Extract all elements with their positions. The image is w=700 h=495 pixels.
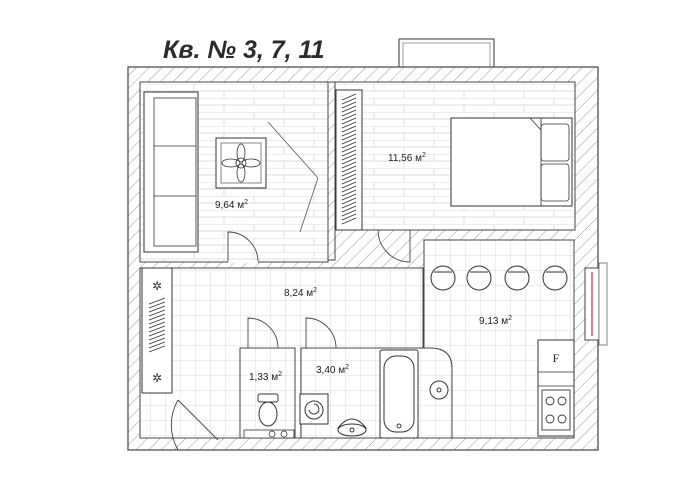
fridge-label: F: [553, 351, 560, 365]
area-label-bath: 3,40 м2: [316, 364, 349, 376]
window-east: [584, 262, 608, 346]
hanger-mark: [148, 305, 166, 313]
hanger-mark: [341, 105, 357, 113]
area-label-bedroom: 11,56 м2: [388, 152, 426, 164]
hanger-mark: [148, 345, 166, 353]
hanger-mark: [341, 129, 357, 137]
hanger-mark: [341, 117, 357, 125]
hanger-mark: [148, 337, 166, 345]
hanger-mark: [341, 97, 357, 105]
hanger-mark: [341, 205, 357, 213]
washing-machine-icon: [299, 393, 329, 425]
flower-icon: [221, 143, 261, 183]
hanger-mark: [341, 173, 357, 181]
hanger-mark: [341, 113, 357, 121]
kitchen-stools: [430, 265, 568, 291]
hanger-mark: [341, 201, 357, 209]
hanger-mark: [148, 301, 166, 309]
hanger-mark: [148, 313, 166, 321]
area-label-kitchen: 9,13 м2: [479, 315, 512, 327]
hanger-mark: [341, 141, 357, 149]
hanger-mark: [341, 181, 357, 189]
area-label-wc: 1,33 м2: [249, 371, 282, 383]
hanger-mark: [341, 217, 357, 225]
hanger-mark: [148, 317, 166, 325]
partition-wall: [327, 81, 336, 261]
hanger-mark: [341, 169, 357, 177]
coffee-table: [215, 137, 267, 189]
hanger-mark: [341, 101, 357, 109]
wc-sink-icon: [243, 429, 295, 439]
hanger-mark: [148, 321, 166, 329]
hanger-mark: [341, 197, 357, 205]
hanger-mark: [341, 125, 357, 133]
hanger-mark: [341, 185, 357, 193]
hanger-mark: [341, 133, 357, 141]
round-sink-icon: [429, 380, 449, 400]
bathtub-icon: [379, 349, 419, 439]
fan-icon-2: ✲: [152, 371, 162, 385]
hanger-mark: [148, 333, 166, 341]
hanger-mark: [341, 209, 357, 217]
door-wc: [247, 317, 279, 349]
hanger-mark: [341, 93, 357, 101]
hanger-mark: [148, 341, 166, 349]
kitchen-counter: F: [537, 339, 575, 437]
door-bedroom: [377, 229, 411, 263]
hanger-mark: [341, 137, 357, 145]
sofa: [143, 91, 199, 253]
area-label-living: 9,64 м2: [215, 199, 248, 211]
door-living: [227, 231, 259, 263]
hanger-mark: [341, 109, 357, 117]
door-entrance: [170, 399, 219, 451]
hanger-mark: [341, 121, 357, 129]
fan-icon: ✲: [152, 279, 162, 293]
toilet-icon: [257, 393, 279, 427]
hanger-mark: [341, 153, 357, 161]
bath-sink-icon: [336, 418, 368, 437]
hanger-mark: [148, 329, 166, 337]
hall-wardrobe: ✲ ✲: [141, 267, 173, 394]
hanger-mark: [341, 213, 357, 221]
hanger-mark: [341, 189, 357, 197]
hall-wardrobe-hangers: [148, 297, 166, 353]
hanger-mark: [148, 297, 166, 305]
stove-icon: [541, 389, 571, 431]
bed: [450, 117, 573, 207]
wardrobe: [335, 89, 363, 231]
plan-title: Кв. № 3, 7, 11: [163, 36, 325, 64]
hanger-mark: [341, 193, 357, 201]
door-bath: [305, 317, 337, 349]
hanger-mark: [341, 149, 357, 157]
sliding-door-line: [267, 121, 319, 179]
hanger-mark: [341, 161, 357, 169]
hanger-mark: [148, 309, 166, 317]
hanger-mark: [341, 165, 357, 173]
wardrobe-hangers: [341, 93, 357, 225]
hanger-mark: [341, 177, 357, 185]
sliding-door-line-2: [299, 177, 319, 233]
hanger-mark: [341, 157, 357, 165]
area-label-hall: 8,24 м2: [284, 287, 317, 299]
hanger-mark: [148, 325, 166, 333]
hanger-mark: [341, 145, 357, 153]
